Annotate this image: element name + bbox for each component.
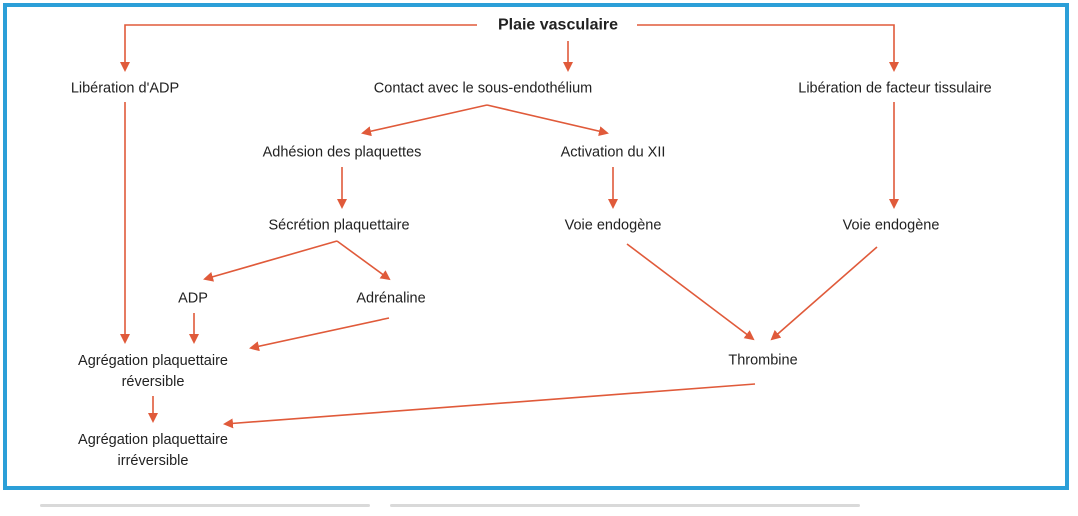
edge-plaie-to-lib-adp xyxy=(120,24,477,72)
edge-secretion-to-adp xyxy=(203,240,338,282)
node-voie-endogene-1-label: Voie endogène xyxy=(564,217,662,234)
diagram-edges xyxy=(120,24,899,429)
node-adrenaline-label: Adrénaline xyxy=(356,290,426,307)
node-voie-endogene-1: Voie endogène xyxy=(565,216,662,237)
node-secretion-label: Sécrétion plaquettaire xyxy=(268,217,410,234)
node-agr-irr-line2: irréversible xyxy=(117,453,189,469)
node-adp: ADP xyxy=(178,289,208,310)
node-agregation-reversible: Agrégation plaquettaire réversible xyxy=(78,351,228,393)
edge-voie-endo-2-to-thrombine xyxy=(770,246,878,341)
edge-thrombine-to-agr-irr xyxy=(223,383,756,429)
edge-adrenaline-to-agr-rev xyxy=(249,317,390,352)
node-liberation-facteur-tissulaire: Libération de facteur tissulaire xyxy=(798,79,991,100)
node-activation-label: Activation du XII xyxy=(560,144,666,161)
node-plaie-vasculaire: Plaie vasculaire xyxy=(487,14,629,36)
node-agr-irr-line1: Agrégation plaquettaire xyxy=(78,432,228,448)
cropped-caption-area xyxy=(0,496,1078,516)
node-thrombine-label: Thrombine xyxy=(728,352,798,369)
node-liberation-adp: Libération d'ADP xyxy=(71,79,179,100)
node-secretion-plaquettaire: Sécrétion plaquettaire xyxy=(268,216,409,237)
edge-secretion-to-adrenaline xyxy=(336,240,391,281)
edge-voie-endo-1-to-thrombine xyxy=(626,243,755,341)
cropped-text-fragment xyxy=(40,504,370,507)
node-adhesion-label: Adhésion des plaquettes xyxy=(262,144,422,161)
node-voie-endogene-2-label: Voie endogène xyxy=(842,217,940,234)
node-plaie-vasculaire-label: Plaie vasculaire xyxy=(497,16,619,34)
node-adp-label: ADP xyxy=(178,290,208,307)
edge-contact-to-adhesion xyxy=(361,104,488,137)
node-voie-endogene-2: Voie endogène xyxy=(843,216,940,237)
node-thrombine: Thrombine xyxy=(728,351,797,372)
node-agr-rev-line1: Agrégation plaquettaire xyxy=(78,353,228,369)
node-contact-label: Contact avec le sous-endothélium xyxy=(373,80,593,97)
diagram-frame: Plaie vasculaire Libération d'ADP Contac… xyxy=(3,3,1069,490)
node-liberation-ft-label: Libération de facteur tissulaire xyxy=(798,80,992,97)
edge-contact-to-activation xyxy=(486,104,609,137)
node-activation-xii: Activation du XII xyxy=(561,143,666,164)
node-adrenaline: Adrénaline xyxy=(356,289,425,310)
node-agr-rev-line2: réversible xyxy=(121,374,185,390)
cropped-text-fragment xyxy=(390,504,860,507)
node-adhesion-plaquettes: Adhésion des plaquettes xyxy=(263,143,422,164)
node-liberation-adp-label: Libération d'ADP xyxy=(70,80,180,97)
node-contact-sous-endothelium: Contact avec le sous-endothélium xyxy=(374,79,592,100)
edge-plaie-to-lib-ft xyxy=(637,24,899,72)
node-agregation-irreversible: Agrégation plaquettaire irréversible xyxy=(78,430,228,472)
